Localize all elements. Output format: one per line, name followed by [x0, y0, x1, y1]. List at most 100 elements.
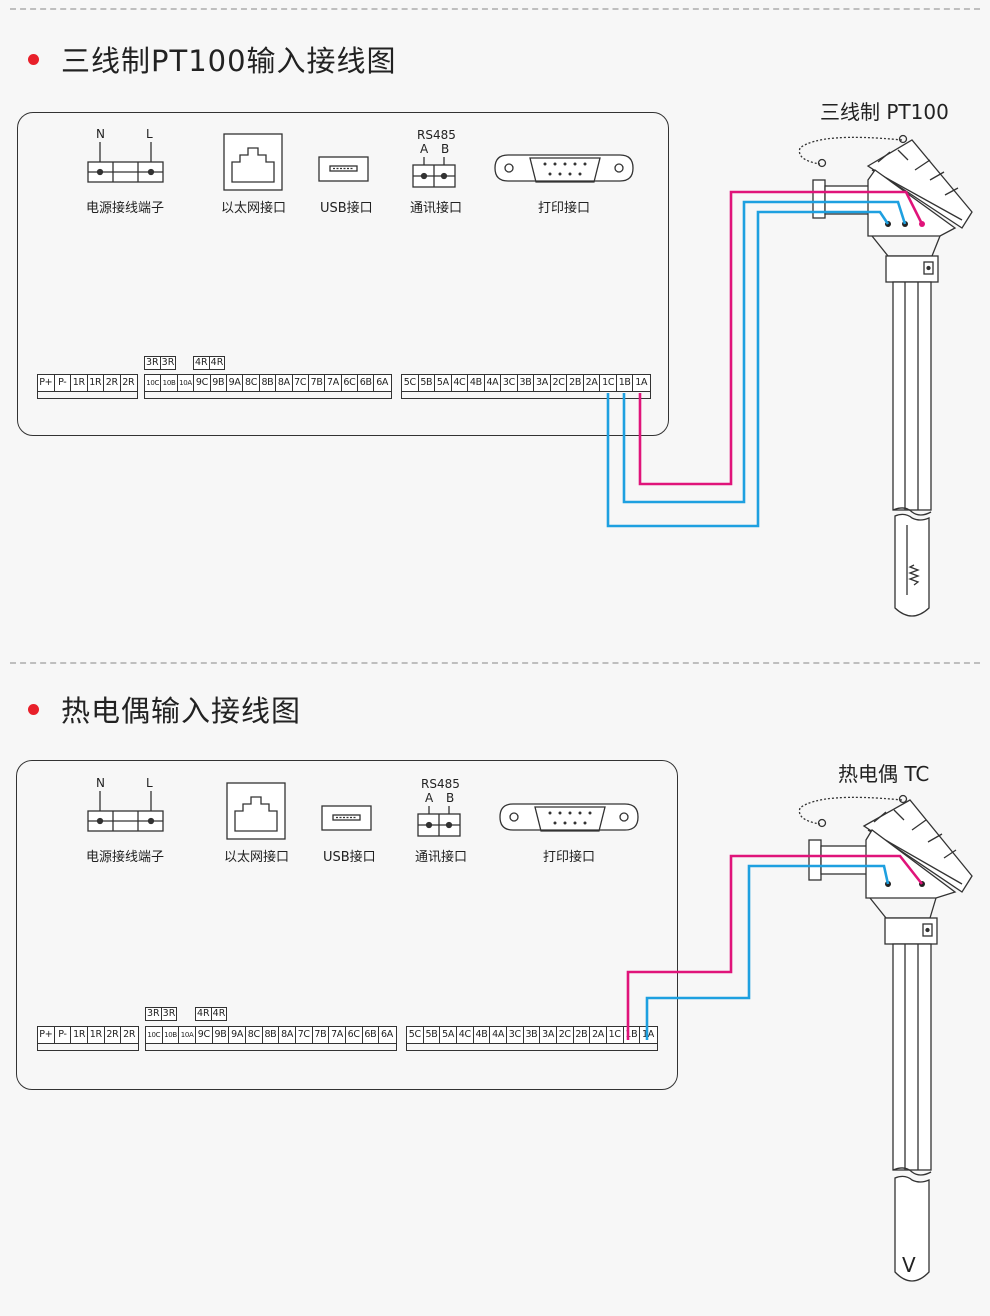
terminal-cell: 2R	[105, 1027, 122, 1043]
rs485-b-label: B	[441, 142, 450, 156]
rs485-label: RS485	[417, 128, 456, 142]
section-1-title: 三线制PT100输入接线图	[61, 44, 397, 78]
terminal-cell: 8A	[276, 375, 293, 391]
terminal-cell: 5B	[424, 1027, 441, 1043]
power-terminal-icon	[87, 142, 164, 183]
terminal-cell: P+	[38, 1027, 55, 1043]
terminal-cell: 7A	[325, 375, 342, 391]
terminal-cell: 2A	[584, 375, 601, 391]
terminal-cell: P+	[38, 375, 55, 391]
wire-blue-1	[622, 200, 907, 504]
jumper-3r: 3R	[144, 356, 161, 370]
terminal-cell: 3A	[534, 375, 551, 391]
terminal-cell: 10C	[146, 1027, 163, 1043]
terminal-cell: 6B	[363, 1027, 380, 1043]
terminal-strip-base	[37, 390, 138, 399]
terminal-cell: 2B	[567, 375, 584, 391]
terminal-cell: 7C	[293, 375, 309, 391]
rs485-label: RS485	[421, 777, 460, 791]
terminal-cell: 2R	[123, 1029, 136, 1040]
usb-port-icon	[318, 156, 369, 182]
terminal-cell: 6A	[381, 1029, 393, 1040]
tc-tip-symbol: V	[902, 1253, 916, 1277]
usb-label: USB接口	[323, 850, 376, 865]
jumper-4r-box: 4R 4R	[195, 1007, 228, 1021]
rs485-b-label: B	[446, 791, 455, 805]
print-port-icon	[499, 803, 639, 832]
middle-divider	[10, 662, 980, 664]
terminal-cell: 1C	[600, 375, 617, 391]
terminal-cell: 4C	[452, 375, 469, 391]
terminal-cell: 3C	[507, 1027, 524, 1043]
terminal-cell: 4B	[474, 1027, 491, 1043]
jumper-3r-box: 3R 3R	[144, 356, 177, 370]
terminal-cell: 8A	[279, 1027, 296, 1043]
terminal-cell: 8C	[243, 375, 260, 391]
terminal-cell: 2C	[557, 1027, 574, 1043]
power-terminal-label: 电源接线端子	[86, 201, 165, 216]
terminal-cell: 7B	[309, 375, 326, 391]
rs485-a-label: A	[425, 791, 434, 805]
usb-label: USB接口	[320, 201, 373, 216]
section-1-sensor-title: 三线制 PT100	[820, 100, 949, 124]
terminal-cell: 1R	[71, 1027, 88, 1043]
rs485-terminal-icon	[417, 806, 461, 837]
terminal-cell: 6C	[346, 1027, 363, 1043]
terminal-cell: 7A	[329, 1027, 346, 1043]
print-label: 打印接口	[543, 850, 596, 865]
thermocouple-sensor-icon	[798, 794, 973, 1282]
terminal-strip-base	[37, 1042, 139, 1051]
terminal-cell: 3C	[501, 375, 518, 391]
section-1-heading: 三线制PT100输入接线图	[28, 38, 397, 80]
terminal-cell: 9B	[213, 1027, 230, 1043]
ethernet-label: 以太网接口	[224, 850, 290, 865]
jumper-3r-box: 3R 3R	[145, 1007, 178, 1021]
pt100-wires	[606, 190, 924, 528]
comm-label: 通讯接口	[410, 201, 463, 216]
jumper-4r-box: 4R 4R	[193, 356, 226, 370]
wire-blue	[645, 864, 890, 1040]
terminal-cell: 7B	[313, 1027, 330, 1043]
terminal-cell: 8C	[246, 1027, 263, 1043]
ethernet-port-icon	[223, 133, 283, 191]
wire-blue-2	[606, 210, 890, 528]
terminal-strip-base	[144, 390, 392, 399]
terminal-cell: 5A	[440, 1027, 457, 1043]
terminal-cell: 1R	[88, 1027, 105, 1043]
comm-label: 通讯接口	[415, 850, 468, 865]
terminal-cell: 3A	[540, 1027, 557, 1043]
terminal-cell: 3B	[524, 1027, 541, 1043]
section-2-title: 热电偶输入接线图	[61, 694, 302, 728]
terminal-cell: 10B	[163, 1027, 180, 1043]
power-n-label: N	[96, 127, 105, 141]
terminal-cell: 4B	[468, 375, 485, 391]
terminal-cell: 2R	[122, 377, 135, 388]
terminal-cell: 2C	[551, 375, 568, 391]
terminal-cell: 9A	[229, 1027, 246, 1043]
terminal-cell: 9B	[211, 375, 227, 391]
terminal-cell: 5C	[407, 1027, 424, 1043]
jumper-4r: 4R	[210, 1007, 228, 1021]
terminal-cell: 1R	[71, 375, 88, 391]
terminal-cell: 9A	[227, 375, 244, 391]
power-l-label: L	[146, 127, 153, 141]
terminal-cell: P-	[55, 375, 71, 391]
terminal-cell: 2B	[574, 1027, 591, 1043]
terminal-cell: 1B	[624, 1027, 641, 1043]
terminal-strip-base	[406, 1042, 658, 1051]
terminal-cell: 8B	[263, 1027, 280, 1043]
terminal-cell: 4A	[485, 375, 502, 391]
terminal-cell: 2A	[590, 1027, 607, 1043]
terminal-cell: 1A	[635, 377, 648, 388]
terminal-cell: 4A	[490, 1027, 507, 1043]
terminal-strip-base	[145, 1042, 397, 1051]
terminal-cell: 1B	[617, 375, 634, 391]
terminal-cell: 9C	[196, 1027, 213, 1043]
terminal-cell: 5C	[402, 375, 419, 391]
terminal-cell: 6A	[376, 377, 389, 388]
